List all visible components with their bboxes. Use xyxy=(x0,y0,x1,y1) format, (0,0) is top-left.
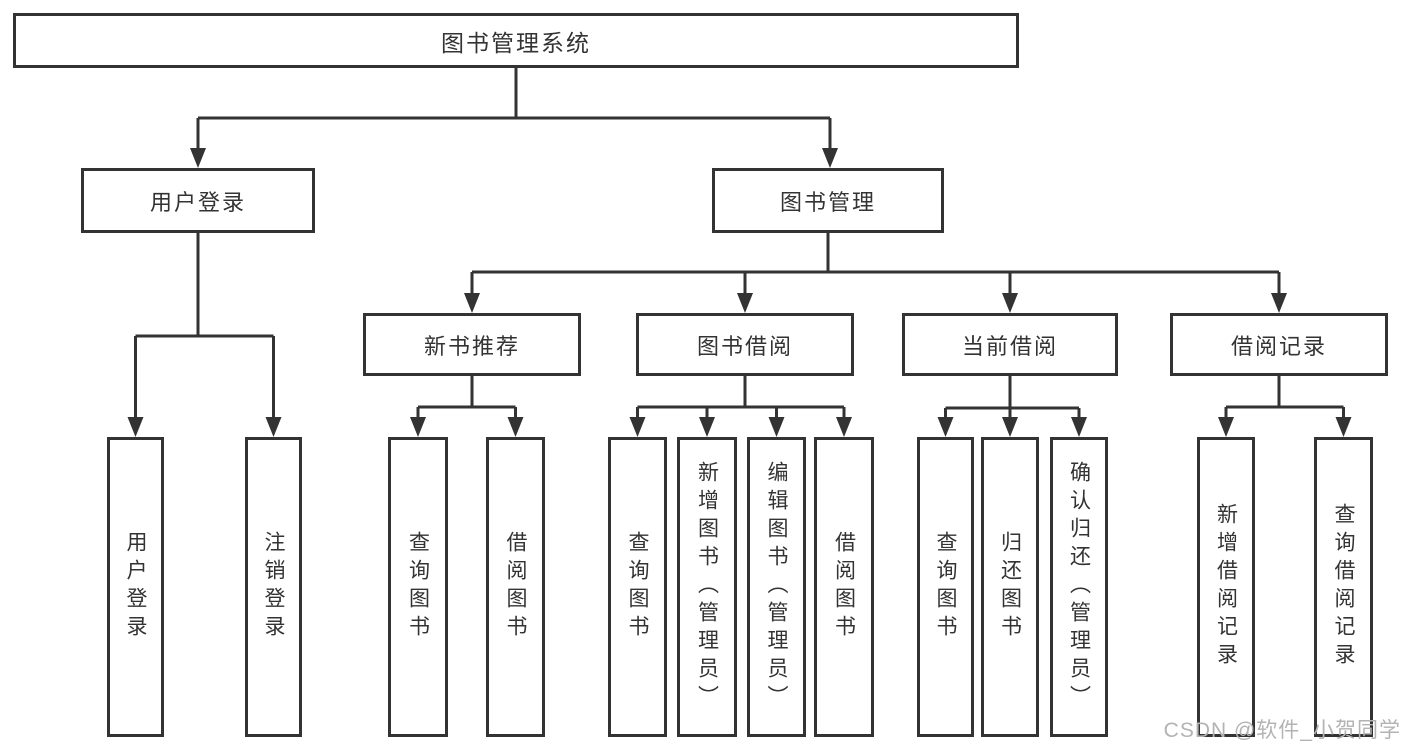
arrowhead-icon xyxy=(190,148,206,168)
node-label: 查询图书 xyxy=(934,531,957,643)
arrowhead-icon xyxy=(1218,417,1234,437)
arrowhead-icon xyxy=(1002,293,1018,313)
arrowhead-icon xyxy=(822,148,838,168)
arrowhead-icon xyxy=(1335,417,1352,437)
leaf-add-book-admin: 新增图书（管理员） xyxy=(677,437,737,737)
arrowhead-icon xyxy=(629,417,646,437)
node-label: 新增图书（管理员） xyxy=(695,461,719,713)
node-label: 图书管理 xyxy=(779,189,876,215)
node-new-book-recommendation: 新书推荐 xyxy=(363,313,581,376)
node-label: 查询图书 xyxy=(626,531,649,643)
leaf-query-books-borrowing: 查询图书 xyxy=(608,437,667,737)
arrowhead-icon xyxy=(737,293,753,313)
node-label: 图书管理系统 xyxy=(441,29,591,56)
leaf-edit-book-admin: 编辑图书（管理员） xyxy=(747,437,806,737)
leaf-logout: 注销登录 xyxy=(245,437,302,737)
leaf-query-books-recommend: 查询图书 xyxy=(388,437,448,737)
watermark: CSDN @软件_小贺同学 xyxy=(1163,719,1401,742)
node-borrowing-records: 借阅记录 xyxy=(1170,313,1388,376)
node-label: 借阅图书 xyxy=(832,531,856,643)
arrowhead-icon xyxy=(699,417,715,437)
node-current-borrowing: 当前借阅 xyxy=(902,313,1118,376)
leaf-query-borrow-record: 查询借阅记录 xyxy=(1314,437,1373,737)
node-label: 新增借阅记录 xyxy=(1214,503,1238,671)
leaf-return-books: 归还图书 xyxy=(981,437,1039,737)
arrowhead-icon xyxy=(507,417,524,437)
node-label: 新书推荐 xyxy=(423,333,520,359)
arrowhead-icon xyxy=(836,417,852,437)
leaf-borrow-books-recommend: 借阅图书 xyxy=(486,437,545,737)
leaf-user-login: 用户登录 xyxy=(107,437,164,737)
node-label: 借阅图书 xyxy=(504,531,527,643)
node-label: 确认归还（管理员） xyxy=(1067,461,1091,713)
node-label: 图书借阅 xyxy=(696,333,793,359)
node-label: 借阅记录 xyxy=(1230,333,1327,359)
node-book-borrowing: 图书借阅 xyxy=(636,313,854,376)
node-book-management: 图书管理 xyxy=(712,168,944,233)
arrowhead-icon xyxy=(410,417,426,437)
arrowheads xyxy=(127,148,1352,437)
arrowhead-icon xyxy=(464,293,480,313)
node-label: 归还图书 xyxy=(998,531,1022,643)
node-root-library-management-system: 图书管理系统 xyxy=(13,13,1019,68)
arrowhead-icon xyxy=(937,417,954,437)
leaf-add-borrow-record: 新增借阅记录 xyxy=(1197,437,1255,737)
arrowhead-icon xyxy=(1271,293,1287,313)
node-user-login: 用户登录 xyxy=(81,168,315,233)
leaf-borrow-books-borrowing: 借阅图书 xyxy=(814,437,874,737)
node-label: 用户登录 xyxy=(149,189,246,215)
leaf-query-books-current: 查询图书 xyxy=(917,437,974,737)
node-label: 查询借阅记录 xyxy=(1332,503,1355,671)
arrowhead-icon xyxy=(265,417,282,437)
arrowhead-icon xyxy=(768,417,785,437)
node-label: 查询图书 xyxy=(406,531,430,643)
arrowhead-icon xyxy=(127,417,144,437)
arrowhead-icon xyxy=(1071,417,1087,437)
node-label: 注销登录 xyxy=(262,531,285,643)
arrowhead-icon xyxy=(1002,417,1018,437)
node-label: 当前借阅 xyxy=(961,333,1058,359)
node-label: 编辑图书（管理员） xyxy=(765,461,788,713)
node-label: 用户登录 xyxy=(124,531,147,643)
leaf-confirm-return-admin: 确认归还（管理员） xyxy=(1050,437,1108,737)
